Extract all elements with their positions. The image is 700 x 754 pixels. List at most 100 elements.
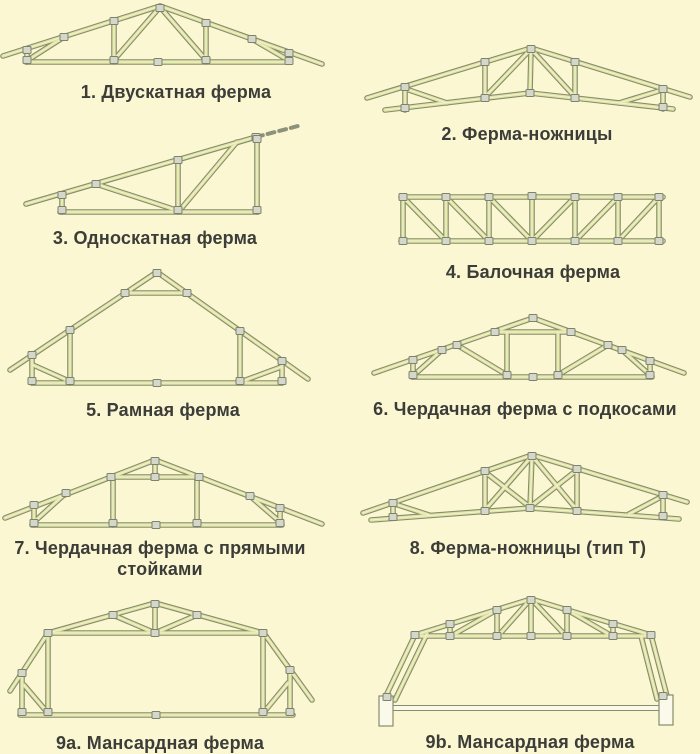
gusset-plate bbox=[275, 504, 285, 512]
gusset-plate bbox=[572, 507, 582, 515]
truss-1-caption: 1. Двускатная ферма bbox=[80, 82, 272, 102]
truss-8-drawing bbox=[360, 452, 690, 523]
gusset-plate bbox=[201, 56, 211, 64]
gusset-plate bbox=[525, 89, 535, 97]
gusset-plate bbox=[617, 346, 627, 354]
truss-6-drawing bbox=[371, 314, 687, 381]
truss-6-figure bbox=[352, 313, 700, 395]
gusset-plate bbox=[27, 377, 37, 385]
gusset-plate bbox=[608, 620, 618, 628]
gusset-plate bbox=[284, 57, 294, 65]
gusset-plate bbox=[152, 269, 162, 277]
gusset-plate bbox=[608, 632, 618, 640]
gusset-plate bbox=[646, 631, 656, 639]
gusset-plate bbox=[91, 180, 101, 188]
gusset-plate bbox=[566, 328, 576, 336]
gusset-plate bbox=[247, 35, 257, 43]
gusset-plate bbox=[570, 58, 580, 66]
gusset-plate bbox=[658, 692, 668, 700]
gusset-plate bbox=[57, 191, 67, 199]
truss-9a-figure bbox=[0, 593, 348, 735]
truss-3-figure bbox=[0, 118, 312, 218]
gusset-plate bbox=[526, 596, 536, 604]
gusset-plate bbox=[382, 693, 392, 701]
gusset-plate bbox=[613, 193, 623, 201]
gusset-plate bbox=[22, 46, 32, 54]
gusset-plate bbox=[258, 629, 268, 637]
gusset-plate bbox=[17, 669, 27, 677]
gusset-plate bbox=[570, 94, 580, 102]
gusset-plate bbox=[388, 499, 398, 507]
truss-9a-caption: 9a. Мансардная ферма bbox=[55, 733, 265, 753]
gusset-plate bbox=[492, 606, 502, 614]
gusset-plate bbox=[245, 492, 255, 500]
gusset-plate bbox=[528, 373, 538, 381]
gusset-plate bbox=[150, 473, 160, 481]
truss-9b-drawing bbox=[378, 596, 674, 727]
gusset-plate bbox=[153, 58, 163, 66]
gusset-plate bbox=[562, 606, 572, 614]
gusset-plate bbox=[480, 58, 490, 66]
gusset-plate bbox=[437, 346, 447, 354]
gusset-plate bbox=[275, 519, 285, 527]
gusset-plate bbox=[151, 521, 161, 529]
gusset-plate bbox=[150, 600, 160, 608]
gusset-plate bbox=[201, 19, 211, 27]
gusset-plate bbox=[502, 371, 512, 379]
truss-1-figure bbox=[0, 0, 345, 78]
gusset-plate bbox=[570, 237, 580, 245]
gusset-plate bbox=[235, 327, 245, 335]
gusset-plate bbox=[445, 632, 455, 640]
gusset-plate bbox=[43, 708, 53, 716]
gusset-plate bbox=[553, 371, 563, 379]
truss-7-drawing bbox=[2, 457, 325, 529]
gusset-plate bbox=[658, 512, 668, 520]
gusset-plate bbox=[106, 473, 116, 481]
gusset-plate bbox=[173, 206, 183, 214]
gusset-plate bbox=[252, 206, 262, 214]
gusset-plate bbox=[155, 4, 165, 12]
gusset-plate bbox=[490, 328, 500, 336]
gusset-plate bbox=[252, 135, 262, 143]
gusset-plate bbox=[277, 377, 287, 385]
gusset-plate bbox=[398, 237, 408, 245]
gusset-plate bbox=[65, 377, 75, 385]
gusset-plate bbox=[400, 83, 410, 91]
gusset-plate bbox=[408, 356, 418, 364]
gusset-plate bbox=[258, 708, 268, 716]
gusset-plate bbox=[526, 632, 536, 640]
gusset-plate bbox=[452, 341, 462, 349]
gusset-plate bbox=[484, 193, 494, 201]
gusset-plate bbox=[658, 491, 668, 499]
gusset-plate bbox=[572, 465, 582, 473]
gusset-plate bbox=[562, 632, 572, 640]
gusset-plate bbox=[120, 289, 130, 297]
gusset-plate bbox=[150, 629, 160, 637]
gusset-plate bbox=[528, 314, 538, 322]
gusset-plate bbox=[570, 193, 580, 201]
gusset-plate bbox=[441, 193, 451, 201]
gusset-plate bbox=[17, 708, 27, 716]
gusset-plate bbox=[445, 620, 455, 628]
gusset-plate bbox=[603, 341, 613, 349]
truss-5-figure bbox=[0, 263, 335, 395]
gusset-plate bbox=[43, 629, 53, 637]
gusset-plate bbox=[277, 357, 287, 365]
gusset-plate bbox=[22, 56, 32, 64]
gusset-plate bbox=[388, 513, 398, 521]
gusset-plate bbox=[284, 49, 294, 57]
truss-8-figure bbox=[357, 446, 700, 538]
gusset-plate bbox=[173, 156, 183, 164]
truss-7-figure bbox=[0, 448, 340, 538]
gusset-plate bbox=[61, 489, 71, 497]
truss-3-caption: 3. Односкатная ферма bbox=[52, 228, 258, 248]
gusset-plate bbox=[27, 351, 37, 359]
gusset-plate bbox=[480, 467, 490, 475]
gusset-plate bbox=[654, 193, 664, 201]
truss-9b-figure bbox=[355, 592, 700, 735]
truss-2-caption: 2. Ферма-ножницы bbox=[441, 124, 613, 144]
truss-2-drawing bbox=[364, 45, 693, 113]
gusset-plate bbox=[398, 193, 408, 201]
gusset-plate bbox=[410, 631, 420, 639]
